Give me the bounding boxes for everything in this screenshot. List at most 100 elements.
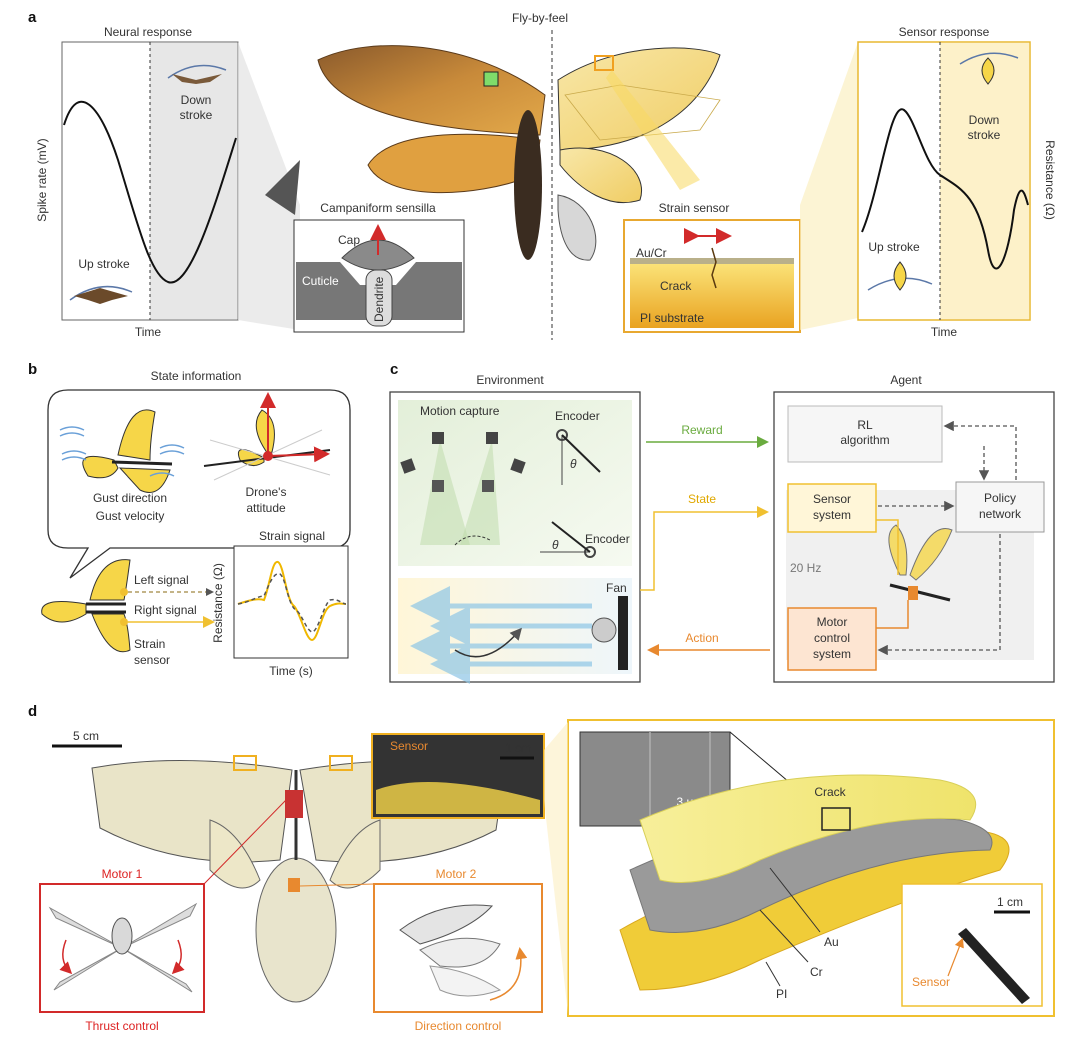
motor-control-box [787,607,877,671]
state-label: State [688,492,716,506]
environment-title: Environment [476,373,544,387]
right-signal-curve [237,561,347,642]
motor1-inset [39,883,205,1013]
sensor-inset-label: Sensor [390,739,428,753]
policy-network-box [955,481,1045,533]
dendrite-label: Dendrite [372,276,386,322]
rl-label: RL [857,418,873,432]
strain-ylabel: Resistance (Ω) [211,563,225,643]
campaniform-title: Campaniform sensilla [320,201,436,215]
scale-1cm-label: 1 cm [505,741,531,755]
pi-leader [765,961,781,987]
strain-sensor-title: Strain sensor [659,201,730,215]
direction-control-label: Direction control [415,1019,502,1033]
state-arrow [640,506,769,591]
policy-label-2: network [979,507,1022,521]
sensor-downstroke-shade [940,43,1029,319]
robot-downstroke-icon [959,52,1019,85]
agent-title: Agent [890,373,922,387]
rl-algorithm-box [787,405,943,463]
zoom-arrow-sensilla [265,160,300,215]
crack-label-a: Crack [660,279,692,293]
sensor-system-box [787,483,877,533]
thrust-control-label: Thrust control [85,1019,158,1033]
strain-sensor-marker [594,55,614,71]
sensor-stroke-label: stroke [968,128,1001,142]
motor2-label: Motor 2 [436,867,477,881]
fan-body [618,596,628,670]
neural-xlabel: Time [135,325,162,339]
neural-down-label: Down [181,93,212,107]
policy-label-1: Policy [984,491,1016,505]
crack-label-d: Crack [814,785,846,799]
reward-label: Reward [681,423,722,437]
hz-label: 20 Hz [790,561,821,575]
strain-xlabel: Time (s) [269,664,313,678]
sensor-system-label-1: Sensor [813,492,851,506]
wind-icons [59,426,185,477]
neural-curve [63,100,237,284]
sensor-label: sensor [134,653,170,667]
cr-leader [759,909,809,963]
pi-substrate-label: PI substrate [640,311,704,325]
neural-title: Neural response [104,25,192,39]
theta-2: θ [552,538,559,552]
sensor-title: Sensor response [899,25,990,39]
left-signal-curve [237,573,347,633]
fan-drone-path [454,627,522,658]
sensor-link [876,519,899,575]
zoom-arrow-sensor [606,70,700,190]
motor-label-2: control [814,631,850,645]
left-signal-label: Left signal [134,573,189,587]
cap-label: Cap [338,233,360,247]
sensor-photo-arrow [947,937,964,977]
encoder-label-2: Encoder [585,532,630,546]
neural-stroke-label: stroke [180,108,213,122]
sensor-photo-label: Sensor [912,975,950,989]
motion-capture-label: Motion capture [420,404,500,418]
sensor-up-label: Up stroke [868,240,920,254]
robot-photo [91,755,506,1003]
panel-d-letter: d [28,703,37,720]
mocap-cameras [400,432,526,545]
airflow-arrows [410,586,592,684]
moth-upstroke-icon [69,285,133,304]
fan-icon [591,617,617,643]
panel-a-letter: a [28,9,37,26]
right-signal-label: Right signal [134,603,197,617]
cr-label: Cr [810,965,823,979]
motor2-leader [299,883,375,887]
sensor-system-label-2: system [813,508,851,522]
agent-internal-arrows [877,420,1017,656]
robot-wing-illustration [557,47,721,261]
attitude-label: attitude [246,501,286,515]
motor-link [876,600,909,629]
pi-label: PI [776,987,787,1001]
au-leader [769,867,821,933]
theta-1: θ [570,457,577,471]
au-label: Au [824,935,839,949]
crack-marker [821,807,851,831]
strain-label: Strain [134,637,165,651]
gust-velocity-label: Gust velocity [96,509,165,523]
strain-signal-title: Strain signal [259,529,325,543]
sensor-xlabel: Time [931,325,958,339]
fan-label: Fan [606,581,627,595]
sensor-ylabel: Resistance (Ω) [1043,140,1057,220]
sensilla-marker [483,71,499,87]
structure-zoom-cone [544,722,568,1014]
moth-illustration [317,45,546,260]
fly-by-feel-title: Fly-by-feel [512,11,568,25]
state-info-title: State information [151,369,242,383]
sensor-zoom-cone [800,42,858,330]
algorithm-label: algorithm [840,433,889,447]
scale-5cm-label: 5 cm [73,729,99,743]
sensor-probe-icon [958,928,1030,1004]
cuticle-label: Cuticle [302,274,339,288]
drone-attitude-icon [203,392,331,481]
panel-c-letter: c [390,361,398,378]
motor1-wings-icon [48,902,198,993]
motor1-label: Motor 1 [102,867,143,881]
neural-ylabel: Spike rate (mV) [35,138,49,221]
